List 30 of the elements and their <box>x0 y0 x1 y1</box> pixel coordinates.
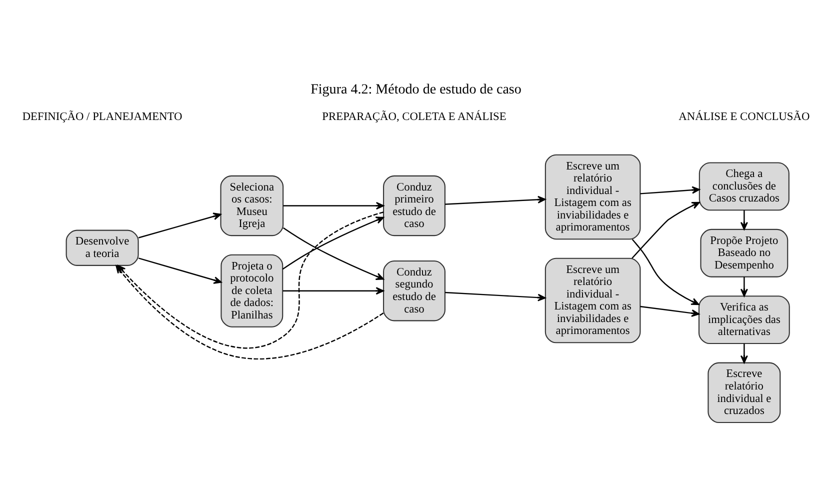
label: DEFINIÇÃO / PLANEJAMENTO <box>22 111 182 124</box>
node-box: Conduz segundo estudo de caso <box>383 260 446 322</box>
label: ANÁLISE E CONCLUSÃO <box>678 111 810 124</box>
node-box: Verifica as implicações das alternativas <box>698 296 790 344</box>
arrow <box>632 238 700 306</box>
node-box: Conduz primeiro estudo de caso <box>383 175 446 236</box>
node-box: Propõe Projeto Baseado no Desempenho <box>700 228 788 278</box>
arrow <box>445 196 546 205</box>
node-box: Projeta o protocolo de coleta de dados: Planilhas <box>220 254 284 328</box>
arrow <box>283 202 384 210</box>
arrow <box>640 186 700 194</box>
node-box: Chega a conclusões de Casos cruzados <box>698 162 790 211</box>
arrow <box>138 212 222 238</box>
arrow <box>445 292 546 302</box>
node-box: Escreve um relatório individual - Listagem com as inviabilidades e aprimoramentos <box>544 258 641 344</box>
arrow <box>640 306 700 317</box>
label: PREPARAÇÃO, COLETA E ANÁLISE <box>322 111 506 124</box>
arrow <box>283 227 384 280</box>
node-box: Escreve relatório individual e cruzados <box>708 362 781 424</box>
arrow <box>282 216 384 270</box>
arrow <box>138 258 222 284</box>
arrow <box>632 202 700 259</box>
arrow <box>740 276 748 297</box>
node-box: Escreve um relatório individual - Listagem com as inviabilidades e aprimoramentos <box>544 154 641 240</box>
node-box: Desenvolve a teoria <box>66 230 139 266</box>
arrow <box>740 344 748 364</box>
arrow <box>740 210 748 230</box>
arrow <box>283 287 384 295</box>
node-box: Seleciona os casos: Museu Igreja <box>220 175 284 236</box>
diagram-title: Figura 4.2: Método de estudo de caso <box>310 81 522 98</box>
